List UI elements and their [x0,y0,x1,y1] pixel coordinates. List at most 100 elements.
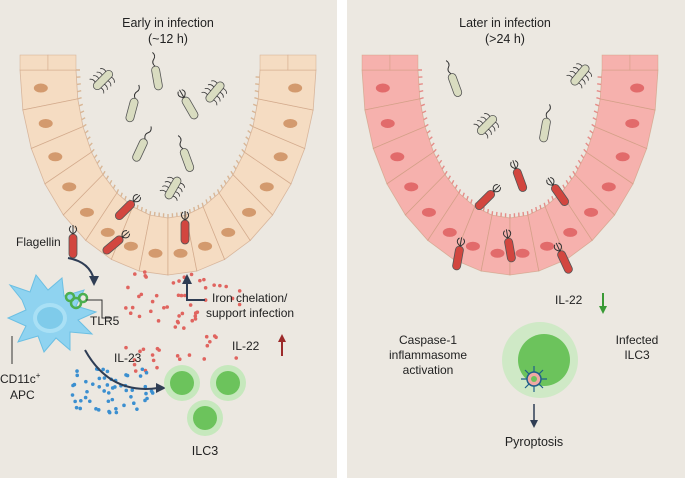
late-title-line2: (>24 h) [485,32,525,46]
il22-increase-arrowhead [278,334,286,342]
il22-molecule [182,326,186,330]
pathogen-bacterium [510,160,528,192]
late-cell-nucleus [601,182,616,192]
late-cell-nucleus [404,182,419,192]
il22-molecule [130,305,135,310]
il22-molecule [173,325,178,329]
early-cell-nucleus [38,118,53,128]
pathogen-bacterium [553,242,573,274]
il22-molecule [137,314,142,319]
il23-molecule [132,401,136,406]
il23-molecule [114,410,119,415]
il23-molecule [78,406,83,411]
commensal-bacterium [125,84,140,123]
il22-molecule [176,293,181,298]
late-epithelial-cell [389,54,419,71]
pathogen-bacterium [102,230,131,255]
commensal-bacterium [539,104,551,143]
early-cell-nucleus [48,152,63,162]
pathogen-bacterium [546,176,569,206]
il23-molecule [97,384,102,389]
il22-molecule [175,319,180,324]
il22-molecule [177,357,182,362]
commensal-bacterium [201,80,227,106]
il22-molecule [171,281,176,285]
il22-molecule [179,293,184,298]
iron-chelation-arrowhead [182,274,192,284]
il22-molecule [124,345,128,350]
il22-molecule [165,305,170,309]
early-cell-nucleus [259,182,274,192]
il23-molecule [79,398,83,403]
late-cell-nucleus [584,207,599,217]
early-cell-nucleus [198,241,213,251]
il22-early-label: IL-22 [232,339,260,353]
early-cell-nucleus [288,83,303,93]
il23-molecule [73,399,77,404]
il22-molecule [234,356,239,360]
il22-molecule [180,311,185,316]
iron-chelation-label-line2: support infection [206,306,294,320]
il23-molecule [143,384,148,389]
late-cell-nucleus [625,118,640,128]
il23-molecule [75,373,80,378]
flagellin-label: Flagellin [16,235,61,249]
il23-arrow [84,349,159,390]
infected-ilc3-label-line1: Infected [616,333,659,347]
il23-molecule [102,389,106,393]
il23-molecule [143,398,147,403]
il23-molecule [74,405,79,410]
pathogen-bacterium [474,183,502,211]
il23-label: IL-23 [114,351,142,365]
il22-molecule [218,283,222,288]
inflammasome-icon [521,366,547,392]
il23-molecule [70,393,75,397]
il23-molecule [96,408,101,412]
early-epithelial-cell [19,54,49,71]
il22-molecule [156,319,161,323]
il22-molecule [189,272,194,277]
late-cell-nucleus [380,118,395,128]
il23-molecule [90,382,95,386]
pathogen-bacterium [180,211,190,245]
il22-molecule [183,293,187,298]
il22-molecule [175,354,180,358]
il22-molecule [204,334,209,339]
il23-molecule [144,370,149,375]
il23-molecule [135,407,139,411]
commensal-bacterium [566,63,592,89]
il23-molecule [144,391,148,396]
il23-molecule [85,389,89,394]
infected-ilc3-label-line2: ILC3 [624,348,650,362]
early-cell-nucleus [283,118,298,128]
commensal-bacterium [177,135,195,172]
pathogen-bacterium [452,237,465,271]
early-cell-nucleus [123,241,138,251]
il23-molecule [97,376,102,381]
il23-molecule [107,410,112,415]
late-cell-nucleus [421,207,436,217]
early-cell-nucleus [33,83,48,93]
il22-molecule [237,302,242,307]
pathogen-bacterium [68,225,78,259]
commensal-bacterium [473,113,499,139]
il23-molecule [71,383,75,388]
tlr5-leader-line [86,299,112,319]
late-microvilli [418,69,602,218]
early-epithelial-cell [259,54,289,71]
il23-molecule [84,379,88,384]
il23-molecule [114,406,118,411]
il22-molecule [128,311,133,316]
il22-molecule [208,339,212,344]
il23-cytokine-dots [70,367,155,415]
pyroptosis-arrowhead [530,420,538,428]
il22-molecule [126,285,130,290]
il22-late-label: IL-22 [555,293,583,307]
il22-molecule [141,347,146,352]
il22-molecule [198,278,202,283]
il22-molecule [133,272,137,276]
flagellin-arrowhead [89,276,99,286]
il22-molecule [154,293,159,298]
il23-molecule [140,367,145,372]
